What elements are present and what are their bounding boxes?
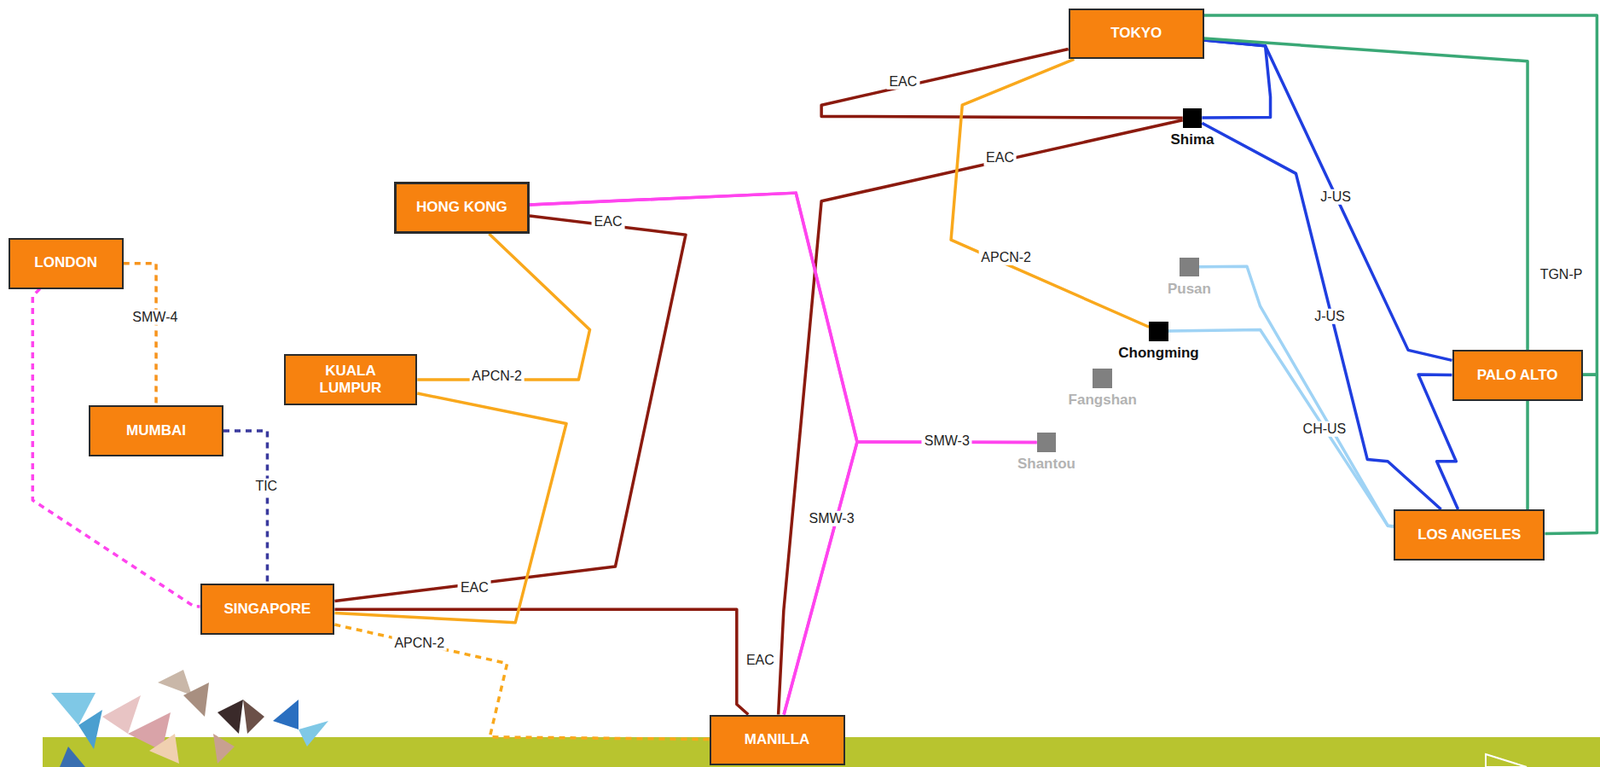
cable-label: SMW-3 [806,510,858,527]
city-name: KUALA LUMPUR [307,362,394,398]
cable-label: EAC [983,150,1017,166]
station-name: Chongming [1118,345,1199,362]
cable-line [123,263,157,406]
city-name: MUMBAI [126,422,186,440]
cable-label: APCN-2 [978,249,1034,265]
landing-station: Chongming [1148,321,1169,342]
cable-line [1204,15,1598,375]
cable-label: EAC [457,579,492,596]
cable-label: TIC [252,477,280,493]
city-box: HONG KONG [394,181,530,234]
cable-line [783,441,1037,714]
cable-label: J-US [1311,308,1348,325]
landing-station: Shima [1182,108,1203,128]
city-box: LONDON [8,237,124,290]
station-name: Shima [1171,132,1215,149]
city-box: MANILLA [709,714,846,766]
landing-station: Shantou [1037,432,1057,453]
cable-line [334,608,748,714]
city-box: TOKYO [1068,8,1205,60]
cable-line [821,49,1183,119]
landing-station: Fangshan [1092,368,1113,389]
cable-line [1204,40,1453,360]
station-name: Shantou [1017,456,1076,473]
logo-triangles [51,669,329,767]
cable-line [334,215,686,601]
city-name: PALO ALTO [1477,366,1559,384]
city-box: PALO ALTO [1452,349,1583,401]
city-name: SINGAPORE [223,600,311,618]
station-name: Fangshan [1068,392,1137,409]
cable-line [950,58,1149,327]
city-name: MANILLA [744,730,810,748]
city-name: LOS ANGELES [1417,526,1521,544]
cable-label: EAC [591,213,626,229]
nav-arrow [1485,753,1527,767]
city-name: HONG KONG [416,198,508,216]
landing-station: Pusan [1179,257,1200,278]
cable-line [334,624,709,739]
city-name: TOKYO [1110,24,1162,42]
cable-line [778,120,1183,715]
cable-line [1201,40,1270,118]
cable-line [334,393,567,623]
cable-label: SMW-4 [129,309,180,325]
city-box: LOS ANGELES [1393,509,1545,561]
cable-label: APCN-2 [391,635,447,651]
city-name: LONDON [34,254,98,272]
cable-line [1201,122,1441,510]
city-box: MUMBAI [88,405,224,457]
city-box: SINGAPORE [200,583,336,635]
cable-line [529,192,858,714]
cable-label: J-US [1317,189,1354,205]
cable-line [1168,329,1394,527]
cable-line [1204,38,1528,510]
cable-label: SMW-3 [921,433,973,449]
cable-line [1199,266,1395,527]
cable-line [529,192,1038,442]
cable-line [417,233,590,380]
city-box: KUALA LUMPUR [284,353,418,406]
cable-label: CH-US [1300,420,1350,436]
cable-label: EAC [743,652,777,668]
station-name: Pusan [1167,281,1212,298]
cable-label: APCN-2 [469,368,525,384]
cable-line [223,430,267,584]
cable-label: TGN-P [1537,266,1586,283]
cable-label: EAC [886,74,920,90]
